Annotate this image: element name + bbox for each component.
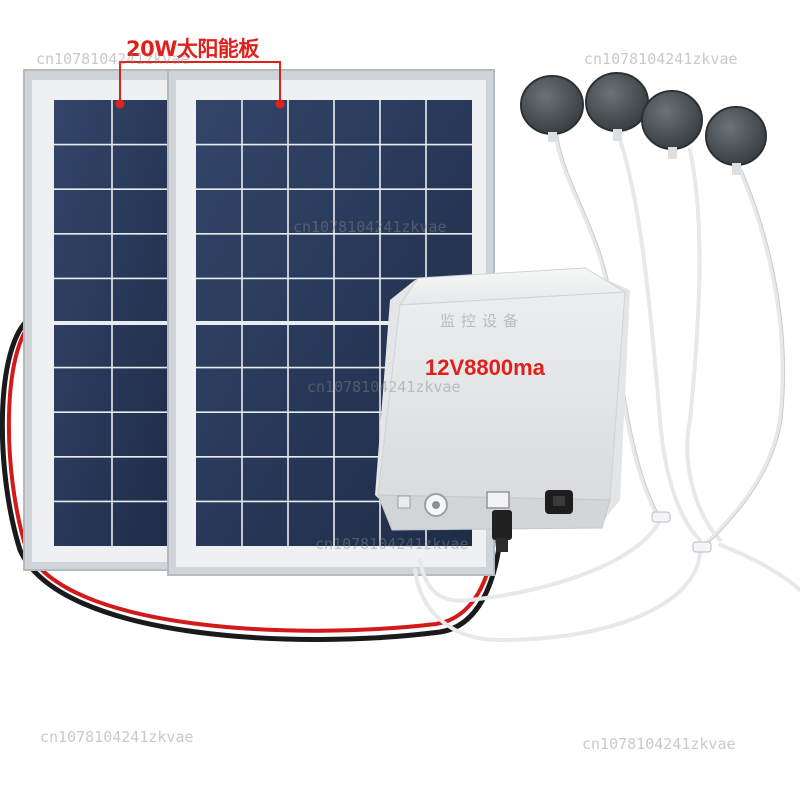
battery-box <box>375 267 630 531</box>
air-stone-3 <box>641 90 703 159</box>
dc-plug <box>492 510 512 552</box>
panel-label-pointer <box>115 61 285 109</box>
watermark: cn1078104241zkvae <box>584 50 738 68</box>
hose-connectors <box>651 511 712 553</box>
solar-panel-left <box>23 69 185 571</box>
panel-wattage-label: 20W太阳能板 <box>126 37 259 61</box>
watermark: cn1078104241zkvae <box>307 378 461 396</box>
air-stone-2 <box>585 72 649 141</box>
air-stone-4 <box>705 106 767 175</box>
power-cable <box>0 316 503 642</box>
watermark: cn1078104241zkvae <box>40 728 194 746</box>
air-hoses <box>413 128 800 643</box>
battery-capacity-label: 12V8800ma <box>425 355 545 380</box>
air-stone-1 <box>520 75 584 142</box>
watermark: cn1078104241zkvae <box>293 218 447 236</box>
watermark: cn1078104241zkvae <box>36 50 190 68</box>
watermark: cn1078104241zkvae <box>315 535 469 553</box>
box-brand-text: 监控设备 <box>440 312 525 330</box>
watermark: cn1078104241zkvae <box>582 735 736 753</box>
